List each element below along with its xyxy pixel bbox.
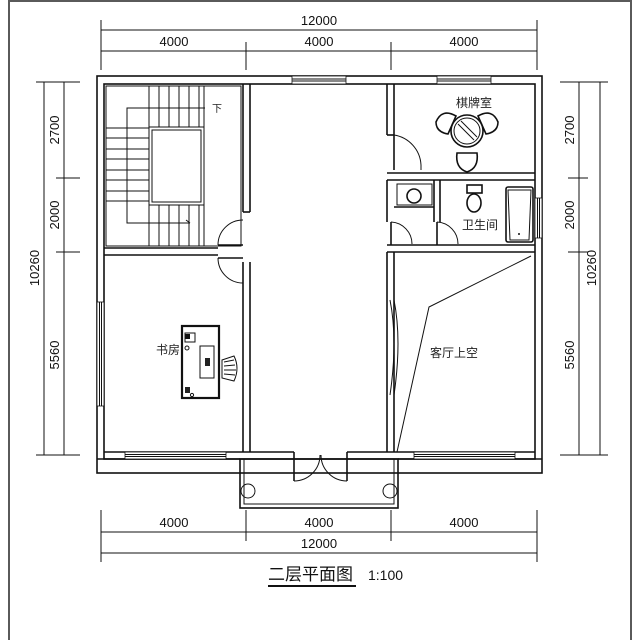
chair-right — [476, 112, 499, 135]
left-dimension-2: 2000 — [47, 201, 62, 230]
windows — [96, 75, 543, 460]
door-balcony-double[interactable] — [293, 452, 348, 482]
study-label: 书房 — [156, 342, 180, 357]
bottom-dimension-3: 4000 — [450, 515, 479, 530]
stair-down-label: 下 — [212, 104, 222, 115]
drawing-scale: 1:100 — [368, 567, 403, 583]
living-void-label: 客厅上空 — [430, 345, 478, 360]
drawing-title: 二层平面图 — [268, 565, 353, 585]
window-top-corridor — [291, 75, 347, 85]
door-study[interactable] — [217, 257, 244, 284]
bottom-dimension-2: 4000 — [305, 515, 334, 530]
top-dimension-3: 4000 — [450, 34, 479, 49]
window-left-study — [96, 301, 105, 407]
window-top-chess-room — [436, 75, 492, 85]
toilet-tank — [466, 184, 483, 194]
interior-walls — [104, 84, 535, 453]
bathroom-fixtures: 卫生间 — [396, 183, 534, 243]
chair-left — [435, 112, 458, 135]
washbasin — [406, 188, 422, 204]
door-washroom[interactable] — [390, 221, 413, 245]
desk-return — [199, 345, 215, 379]
monitor-icon — [205, 358, 210, 366]
right-dimension-3: 5560 — [562, 341, 577, 370]
living-void-curved-rail — [389, 299, 399, 396]
left-dimension-3: 5560 — [47, 341, 62, 370]
window-bottom-study — [124, 451, 227, 460]
bathroom-label: 卫生间 — [462, 218, 498, 232]
living-room-void: 客厅上空 — [396, 255, 532, 453]
chair-bottom — [455, 152, 479, 173]
lamp-icon — [185, 387, 190, 393]
door-chess-room[interactable] — [393, 134, 422, 170]
left-dimension-1: 2700 — [47, 116, 62, 145]
study-desk-set: 书房 — [156, 324, 238, 400]
top-total-dimension: 12000 — [301, 13, 337, 28]
right-dimension-1: 2700 — [562, 116, 577, 145]
window-bottom-living — [413, 451, 516, 460]
bottom-total-dimension: 12000 — [301, 536, 337, 551]
right-total-dimension: 10260 — [584, 250, 599, 286]
door-stair-hall[interactable] — [217, 219, 244, 246]
bathtub — [505, 186, 534, 243]
drawing-title-block: 二层平面图 1:100 — [268, 565, 403, 587]
office-chair — [221, 355, 238, 382]
staircase: 下 — [105, 85, 242, 247]
window-right-bathroom — [534, 197, 543, 239]
toilet-bowl — [466, 193, 482, 213]
balcony — [239, 458, 399, 509]
door-bathroom[interactable] — [436, 221, 459, 245]
bottom-dimension-chain: 4000 4000 4000 12000 — [100, 510, 538, 562]
chess-room-label: 棋牌室 — [456, 95, 492, 110]
balcony-column-right — [382, 483, 398, 499]
drawing-frame — [8, 0, 632, 640]
right-dimension-chain: 10260 2700 2000 5560 — [560, 81, 608, 456]
balcony-column-left — [240, 483, 256, 499]
top-dimension-chain: 12000 4000 4000 4000 — [100, 13, 538, 70]
left-total-dimension: 10260 — [27, 250, 42, 286]
left-dimension-chain: 10260 2700 2000 5560 — [27, 81, 80, 456]
mahjong-table-set: 棋牌室 — [435, 95, 499, 173]
top-dimension-2: 4000 — [305, 34, 334, 49]
bottom-dimension-1: 4000 — [160, 515, 189, 530]
washbasin-counter — [396, 183, 433, 206]
doors — [217, 134, 459, 482]
right-dimension-2: 2000 — [562, 201, 577, 230]
top-dimension-1: 4000 — [160, 34, 189, 49]
